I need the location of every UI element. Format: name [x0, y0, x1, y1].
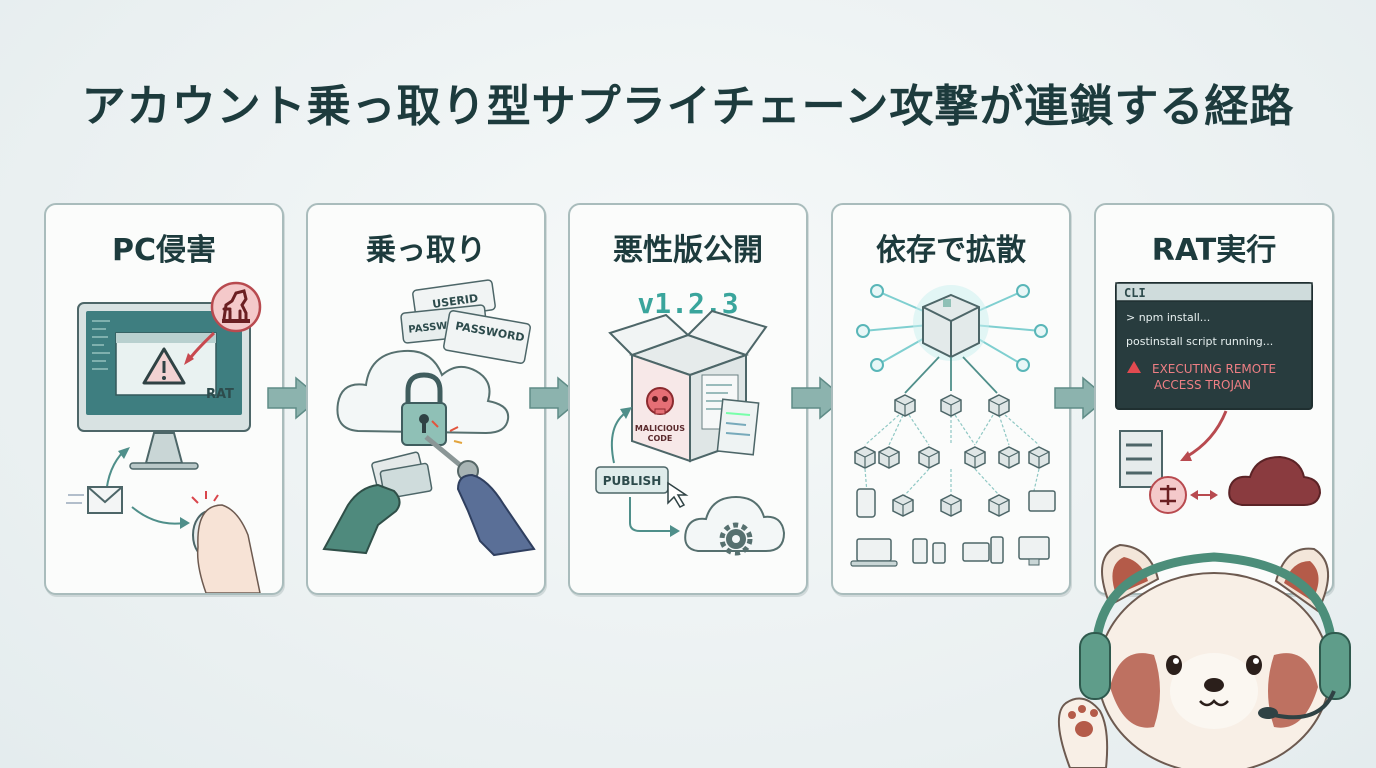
mouse-icon: [191, 491, 261, 593]
padlock-icon: [401, 372, 447, 446]
publish-button: PUBLISH: [603, 474, 661, 488]
step-label: 悪性版公開: [613, 233, 763, 268]
warning-icon: [142, 347, 186, 385]
cli-line: > npm install...: [1126, 311, 1210, 324]
step-panel-dependency-spread: 依存で拡散: [831, 203, 1071, 595]
cli-line-alert: ACCESS TROJAN: [1154, 378, 1251, 392]
cursor-icon: [667, 481, 689, 508]
step-panel-malicious-publish: 悪性版公開 v1.2.3 MALICIOUS CODE: [568, 203, 808, 595]
step-panel-rat-execution: RAT実行 CLI > npm install... postinstall s…: [1094, 203, 1334, 595]
cli-title: CLI: [1124, 286, 1146, 300]
warning-icon: [1127, 361, 1141, 373]
step-label: RAT実行: [1151, 233, 1277, 268]
cli-line-alert: EXECUTING REMOTE: [1152, 362, 1276, 376]
step-label: 乗っ取り: [366, 233, 486, 268]
red-panda-mascot: [1057, 543, 1351, 768]
trojan-horse-icon: [210, 281, 262, 333]
code-text: CODE: [648, 434, 673, 443]
step-panel-hijack: 乗っ取り USERID PASSWORD PASSWORD: [306, 203, 546, 595]
package-box-icon: [913, 285, 989, 361]
malicious-text: MALICIOUS: [635, 424, 685, 433]
step-label: 依存で拡散: [876, 233, 1026, 268]
cloud-icon: [1228, 455, 1322, 506]
page-title: アカウント乗っ取り型サプライチェーン攻撃が連鎖する経路: [81, 81, 1295, 132]
rat-label: RAT: [206, 387, 234, 402]
cloud-icon: [336, 349, 510, 435]
skull-icon: [646, 387, 674, 415]
gear-icon: [719, 522, 753, 556]
step-label: PC侵害: [111, 233, 216, 268]
server-icon: [1119, 430, 1163, 488]
laptop-icon: [850, 538, 898, 567]
cli-line: postinstall script running...: [1126, 335, 1273, 348]
network-hub-icon: [1149, 476, 1187, 514]
step-panel-pc-compromise: PC侵害 RAT: [44, 203, 284, 595]
credential-card-icon: USERID PASSWORD PASSWORD: [400, 279, 531, 364]
envelope-icon: [66, 486, 123, 514]
smartphone-icon: [856, 488, 876, 518]
cli-terminal: CLI > npm install... postinstall script …: [1115, 282, 1313, 410]
